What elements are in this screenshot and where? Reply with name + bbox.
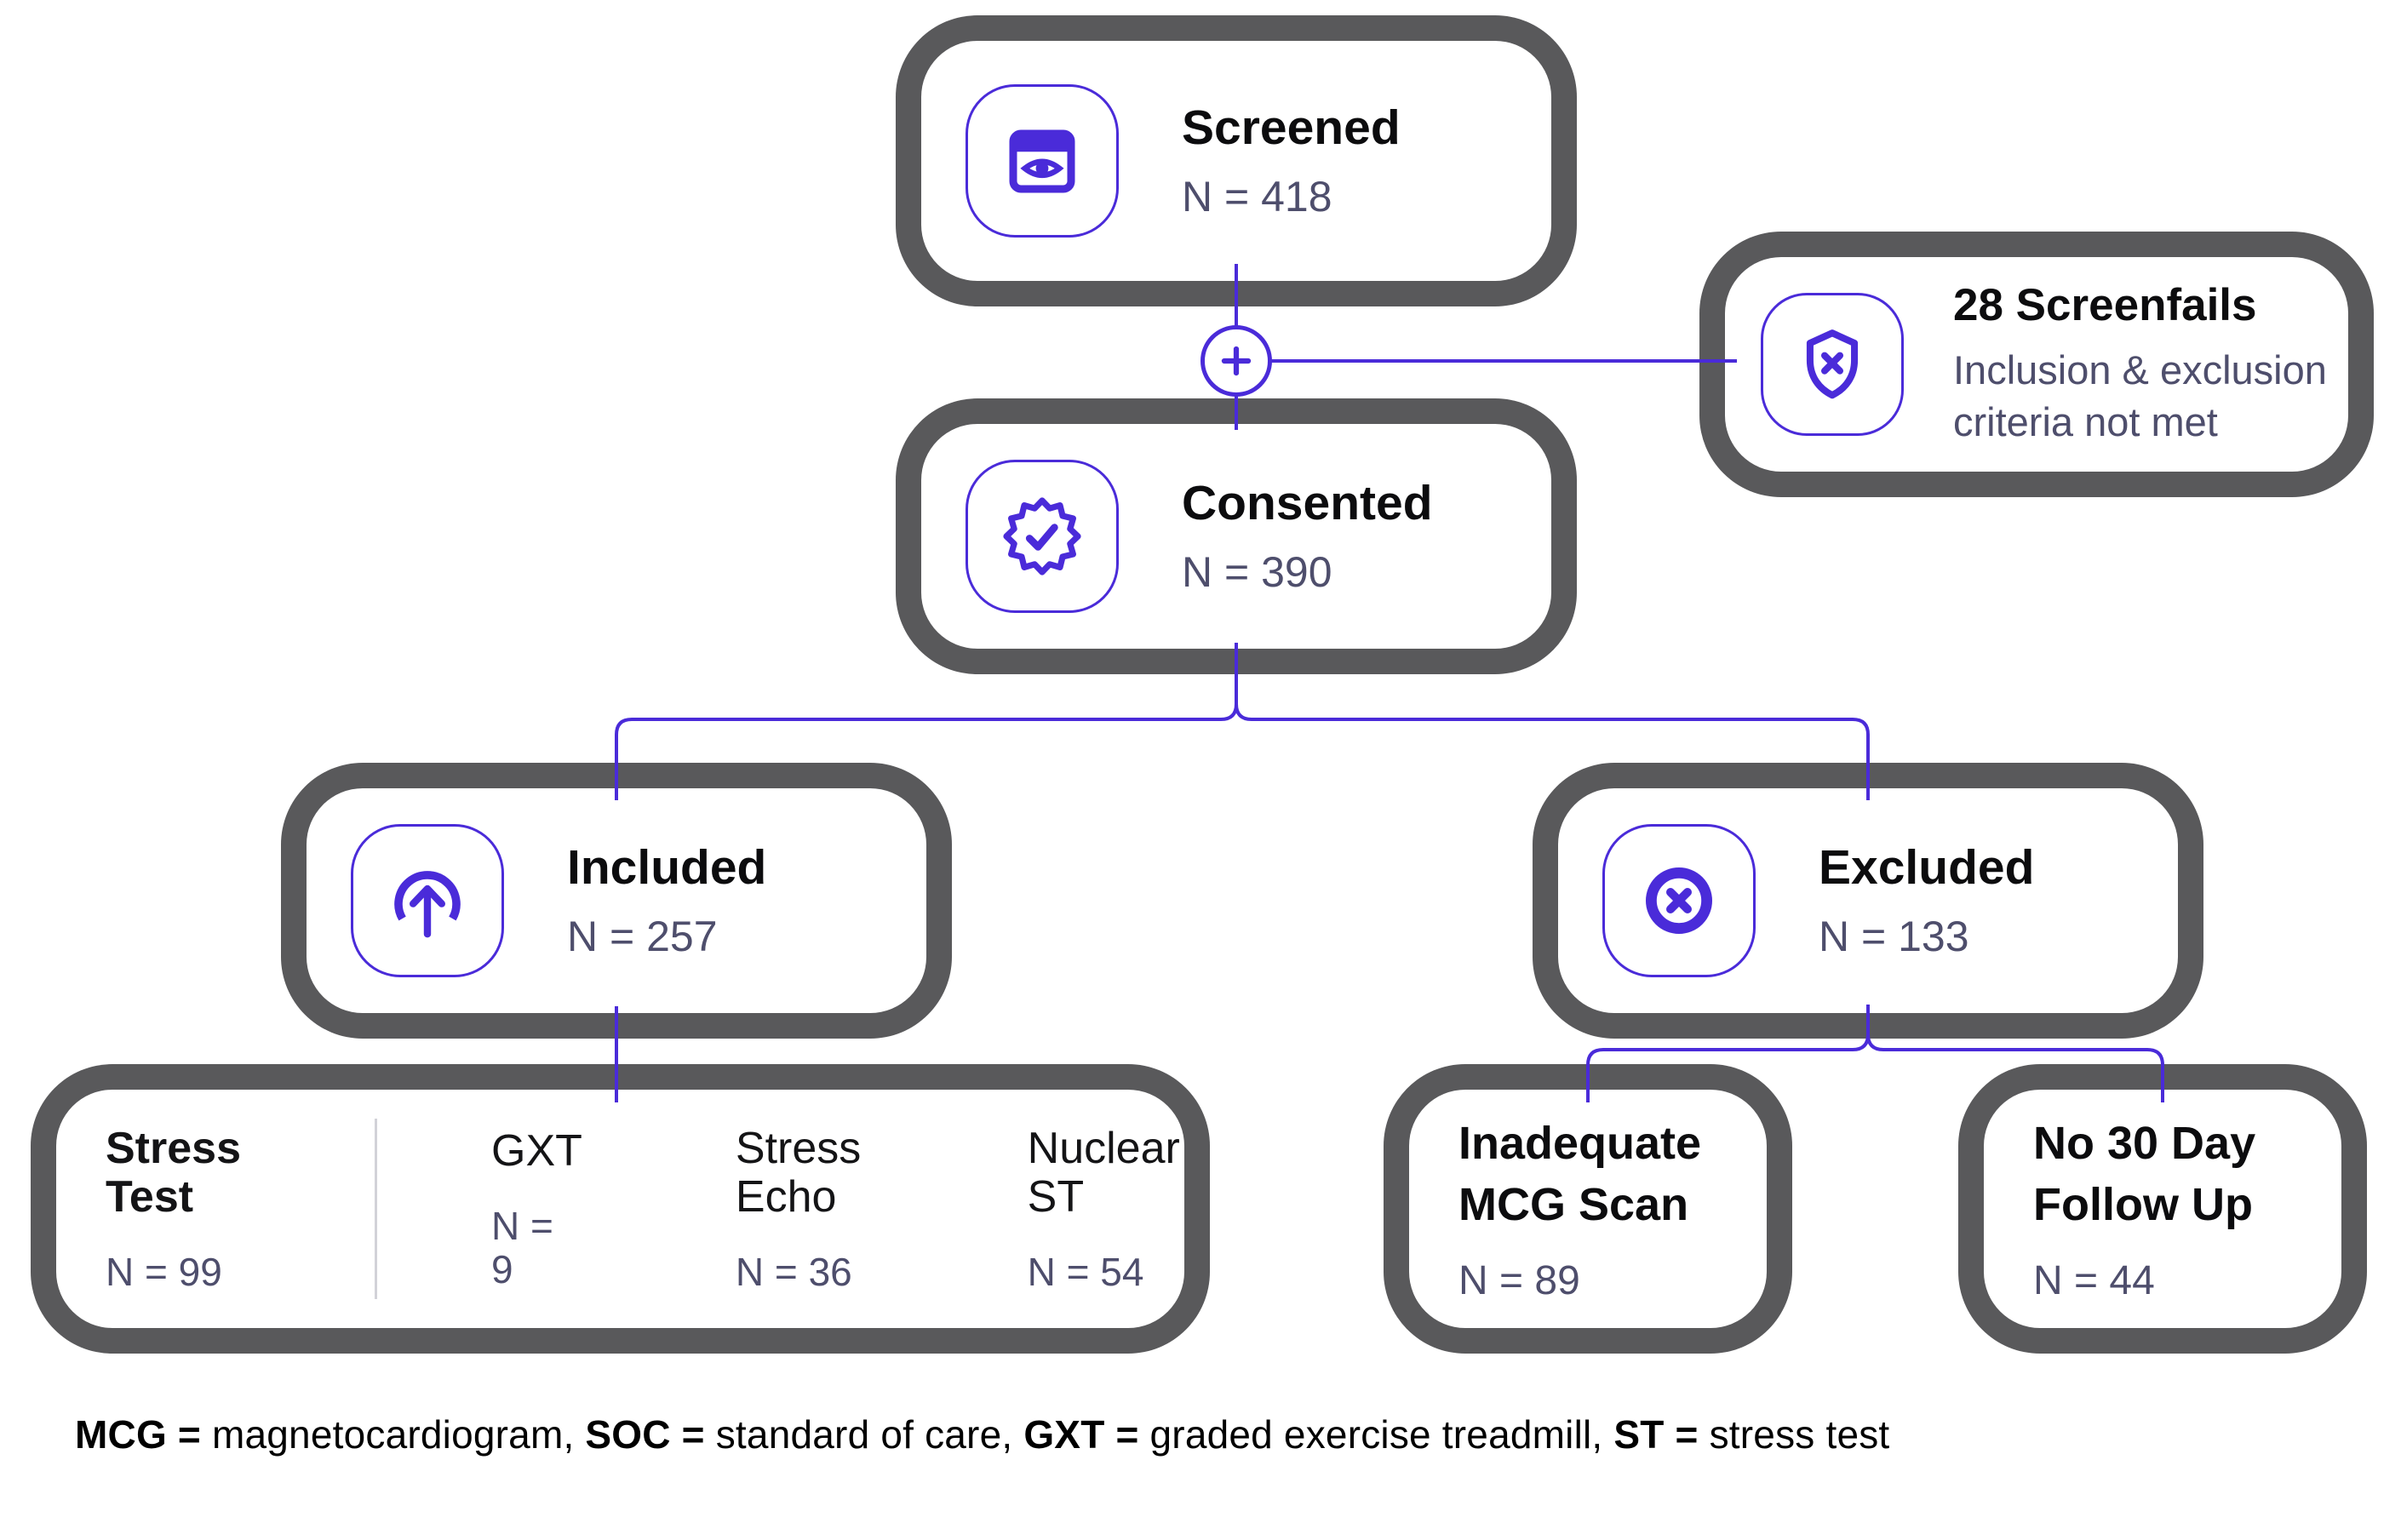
stress-test-breakdown-inner: Stress Test N = 99 GXT N = 9 Stress Echo… [56, 1090, 1184, 1328]
screen-eye-icon [966, 84, 1119, 238]
no-30-day-follow-up-node: No 30 Day Follow Up N = 44 [1958, 1064, 2367, 1354]
excluded-node-inner: Excluded N = 133 [1558, 788, 2178, 1013]
excluded-node: Excluded N = 133 [1533, 763, 2203, 1039]
excluded-title: Excluded [1819, 840, 2035, 896]
legend-segment: stress test [1709, 1412, 1890, 1457]
screenfails-title: 28 Screenfails [1953, 279, 2257, 330]
consented-node-inner: Consented N = 390 [921, 424, 1551, 649]
nuclear-st-item: Nuclear ST N = 54 [1027, 1123, 1184, 1294]
legend-segment: standard of care, [715, 1412, 1024, 1457]
legend-segment: graded exercise treadmill, [1149, 1412, 1614, 1457]
stress-echo-label: Stress Echo [735, 1123, 862, 1222]
consented-title: Consented [1182, 476, 1433, 531]
excluded-count: N = 133 [1819, 912, 1969, 960]
abbreviation-legend: MCG = magnetocardiogram, SOC = standard … [75, 1411, 1889, 1457]
stress-test-label: Stress Test [106, 1123, 241, 1222]
stress-echo-item: Stress Echo N = 36 [735, 1123, 905, 1294]
screened-count: N = 418 [1182, 172, 1332, 220]
plus-icon [1200, 325, 1272, 397]
consented-node: Consented N = 390 [896, 398, 1577, 674]
badge-check-icon [966, 460, 1119, 613]
screened-node-inner: Screened N = 418 [921, 41, 1551, 281]
legend-segment: MCG = [75, 1412, 212, 1457]
screenfails-node: 28 Screenfails Inclusion & exclusion cri… [1699, 232, 2374, 497]
included-node: Included N = 257 [281, 763, 952, 1039]
legend-segment: GXT = [1023, 1412, 1150, 1457]
included-node-inner: Included N = 257 [307, 788, 926, 1013]
legend-segment: magnetocardiogram, [211, 1412, 586, 1457]
gxt-item: GXT N = 9 [491, 1125, 582, 1291]
included-title: Included [567, 840, 767, 896]
legend-segment: SOC = [585, 1412, 716, 1457]
inadequate-mcg-title: Inadequate MCG Scan [1458, 1117, 1702, 1230]
stress-test-count: N = 99 [106, 1249, 222, 1294]
gxt-count: N = 9 [491, 1204, 553, 1291]
stress-test-item: Stress Test N = 99 [106, 1123, 272, 1294]
screened-node: Screened N = 418 [896, 15, 1577, 306]
stress-echo-count: N = 36 [735, 1249, 852, 1294]
shield-x-icon [1761, 293, 1904, 436]
no-30-day-follow-up-inner: No 30 Day Follow Up N = 44 [1984, 1090, 2341, 1328]
consented-count: N = 390 [1182, 547, 1332, 596]
nuclear-st-label: Nuclear ST [1027, 1123, 1180, 1222]
screenfails-node-inner: 28 Screenfails Inclusion & exclusion cri… [1725, 257, 2348, 472]
no-30-day-title: No 30 Day Follow Up [2033, 1117, 2256, 1230]
screenfails-subtitle: Inclusion & exclusion criteria not met [1953, 347, 2327, 445]
inadequate-mcg-inner: Inadequate MCG Scan N = 89 [1409, 1090, 1767, 1328]
inadequate-mcg-count: N = 89 [1458, 1258, 1580, 1304]
stress-test-breakdown-node: Stress Test N = 99 GXT N = 9 Stress Echo… [31, 1064, 1210, 1354]
inadequate-mcg-node: Inadequate MCG Scan N = 89 [1384, 1064, 1792, 1354]
legend-segment: ST = [1613, 1412, 1710, 1457]
nuclear-st-count: N = 54 [1027, 1249, 1144, 1294]
circle-x-icon [1602, 824, 1756, 977]
included-count: N = 257 [567, 912, 718, 960]
screened-title: Screened [1182, 100, 1401, 156]
gxt-label: GXT [491, 1125, 582, 1176]
no-30-day-count: N = 44 [2033, 1258, 2155, 1304]
vertical-divider [375, 1119, 378, 1299]
arrow-up-circle-icon [351, 824, 504, 977]
